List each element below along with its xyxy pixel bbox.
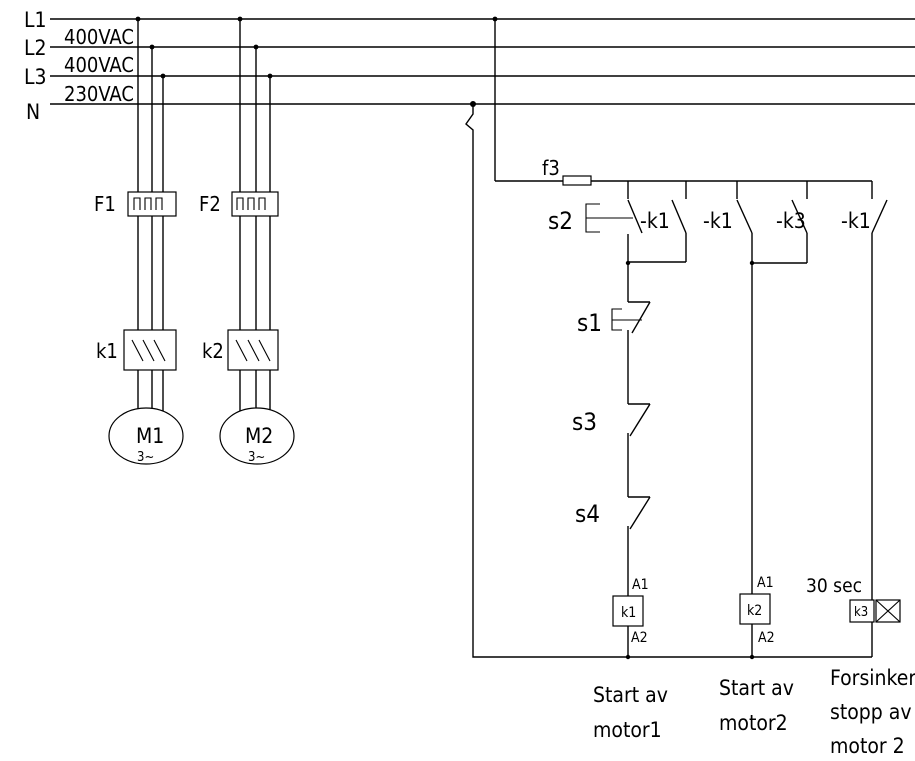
- pushbutton-s1-label: s1: [577, 309, 602, 337]
- contactor-k2-label: k2: [202, 339, 224, 363]
- caption-motor2-line1: Start av: [719, 676, 794, 700]
- junction: [749, 260, 755, 266]
- motor-m2-label: M2: [245, 424, 273, 448]
- coil-k1-a2: A2: [631, 630, 648, 646]
- junction: [749, 654, 755, 660]
- voltage-l1-l2: 400VAC: [64, 25, 134, 49]
- coil-k1: [612, 595, 644, 627]
- caption-delay-line1: Forsinker: [830, 666, 915, 690]
- fuse-f3-label: f3: [542, 156, 560, 180]
- contact-k1-branch3-label: -k1: [841, 209, 871, 233]
- caption-motor1-line1: Start av: [593, 683, 668, 707]
- fuse-f2-label: F2: [199, 192, 221, 216]
- supply-bus: L1 L2 L3 N 400VAC 400VAC 230VAC: [24, 8, 915, 124]
- voltage-l3-n: 230VAC: [64, 82, 134, 106]
- caption-delay-line2: stopp av: [830, 700, 912, 724]
- fuse-f1-label: F1: [94, 192, 116, 216]
- coil-k2: [739, 593, 771, 625]
- coil-k1-a1: A1: [632, 577, 649, 593]
- contact-k1-branch3: [871, 199, 888, 234]
- pushbutton-s2-label: s2: [548, 207, 573, 235]
- fuse-f3: [562, 175, 592, 186]
- switch-s4-label: s4: [575, 500, 600, 528]
- switch-s4-contact: [629, 496, 651, 530]
- contactor-k1: [123, 329, 177, 371]
- pushbutton-s2-contact: [627, 199, 643, 234]
- coil-k2-label: k2: [747, 603, 762, 619]
- label-l1: L1: [24, 8, 47, 32]
- motor-m1-phase: 3~: [137, 450, 154, 465]
- pushbutton-s2-actuator: [585, 203, 633, 233]
- caption-motor1-line2: motor1: [593, 718, 662, 742]
- pushbutton-s1-contact: [631, 301, 651, 334]
- motor-circuit-1: F1 k1 M1 3~: [94, 16, 184, 465]
- captions: Start av motor1 Start av motor2 Forsinke…: [593, 666, 915, 758]
- timer-coil-k3-label: k3: [854, 605, 868, 620]
- junction: [625, 654, 631, 660]
- switch-s3-label: s3: [572, 408, 597, 436]
- control-circuit: f3 s2 -k1 s1 s3 s4 k1 A1 A2: [465, 16, 901, 660]
- contact-k3-label: -k3: [776, 209, 806, 233]
- contactor-k1-label: k1: [96, 339, 118, 363]
- fuse-f1: [127, 191, 177, 217]
- coil-k1-label: k1: [621, 605, 636, 621]
- caption-motor2-line2: motor2: [719, 711, 788, 735]
- holding-contact-k1: [671, 199, 687, 234]
- label-l3: L3: [24, 65, 47, 89]
- contact-k1-branch2: [736, 199, 753, 234]
- contact-k1-branch2-label: -k1: [703, 209, 733, 233]
- timer-label: 30 sec: [806, 575, 862, 597]
- voltage-l2-l3: 400VAC: [64, 53, 134, 77]
- caption-delay-line3: motor 2: [830, 734, 905, 758]
- label-l2: L2: [24, 36, 47, 60]
- motor-m2-phase: 3~: [248, 450, 265, 465]
- label-n: N: [26, 100, 40, 124]
- contact-k3: [791, 199, 808, 234]
- switch-s3-contact: [629, 403, 651, 437]
- coil-k2-a2: A2: [758, 630, 775, 646]
- coil-k2-a1: A1: [757, 575, 774, 591]
- motor-m1-label: M1: [136, 424, 164, 448]
- fuse-f2: [231, 191, 279, 217]
- pushbutton-s1-actuator: [611, 308, 642, 331]
- motor-circuit-2: F2 k2 M2 3~: [199, 16, 295, 465]
- motor-m2: [219, 407, 295, 465]
- motor-m1: [108, 407, 184, 465]
- holding-contact-k1-label: -k1: [640, 209, 670, 233]
- timer-coil-k3: [849, 599, 875, 623]
